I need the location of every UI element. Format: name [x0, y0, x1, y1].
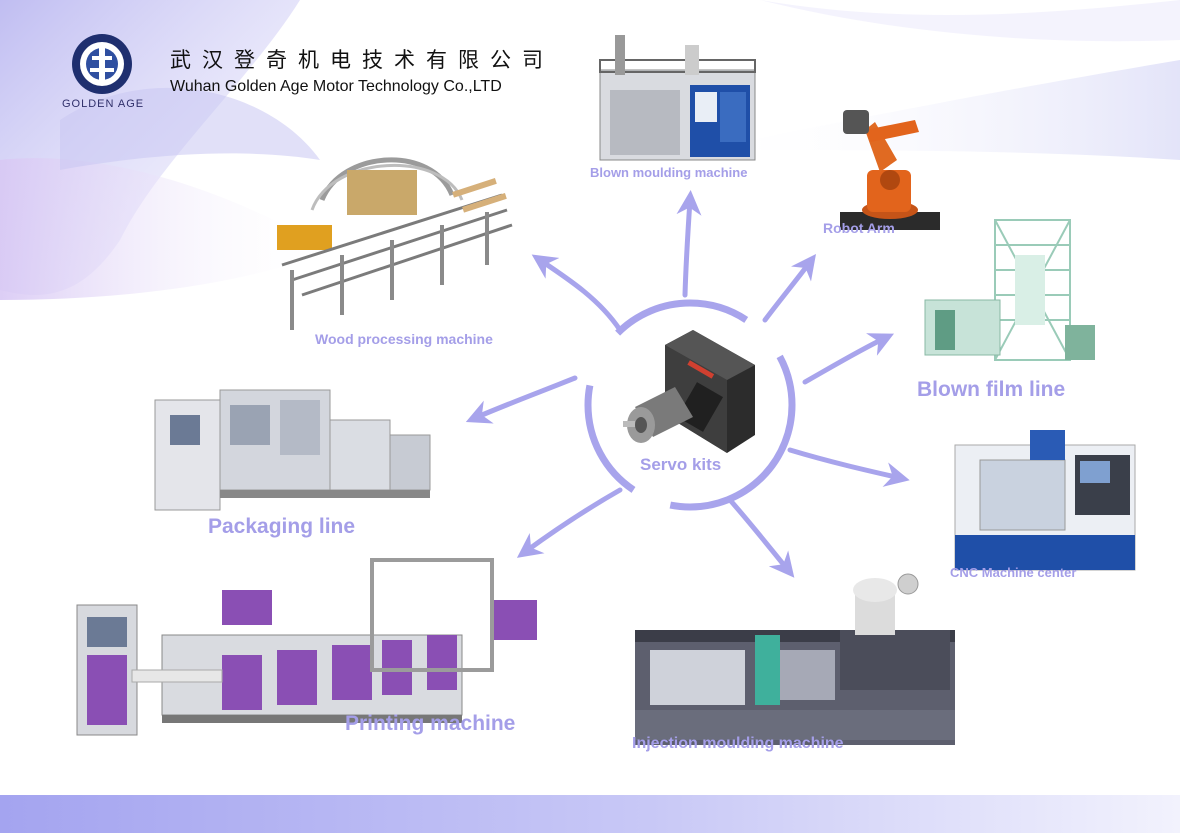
label-blown-film: Blown film line	[917, 378, 1066, 401]
label-packaging: Packaging line	[208, 515, 356, 538]
blown-film-line-image	[924, 219, 1095, 361]
printing-machine-image	[76, 558, 537, 736]
center-label: Servo kits	[640, 455, 722, 474]
label-cnc: CNC Machine center	[950, 565, 1077, 580]
label-robot-arm: Robot Arm	[823, 220, 895, 236]
logo-wordmark: GOLDEN AGE	[62, 98, 145, 110]
arrow-to-robot	[762, 254, 817, 323]
arrow-to-printing	[516, 487, 623, 558]
injection-moulding-machine-image	[635, 573, 955, 745]
label-printing: Printing machine	[345, 712, 516, 735]
bottom-band	[0, 795, 1180, 833]
cnc-machine-image	[954, 430, 1136, 571]
wood-processing-machine-image	[277, 157, 513, 330]
center-ring	[584, 299, 796, 511]
robot-arm-image	[840, 110, 940, 230]
blown-moulding-machine-image	[599, 35, 756, 161]
golden-age-logo-icon	[72, 34, 132, 94]
label-injection: Injection moulding machine	[632, 735, 844, 752]
label-wood-processing: Wood processing machine	[315, 331, 493, 347]
packaging-line-image	[154, 389, 431, 511]
company-name-english: Wuhan Golden Age Motor Technology Co.,LT…	[170, 78, 502, 95]
label-blown-moulding: Blown moulding machine	[590, 165, 748, 180]
servo-kit-image	[623, 330, 755, 453]
arrow-to-injection	[727, 497, 795, 578]
company-name-chinese: 武汉登奇机电技术有限公司	[170, 48, 554, 72]
arrow-to-packaging	[465, 375, 578, 424]
arrow-to-cnc	[787, 447, 910, 487]
arrow-to-blown-film	[802, 333, 895, 385]
arrow-to-wood	[531, 254, 623, 333]
arrow-to-blown-moulding	[676, 190, 702, 298]
